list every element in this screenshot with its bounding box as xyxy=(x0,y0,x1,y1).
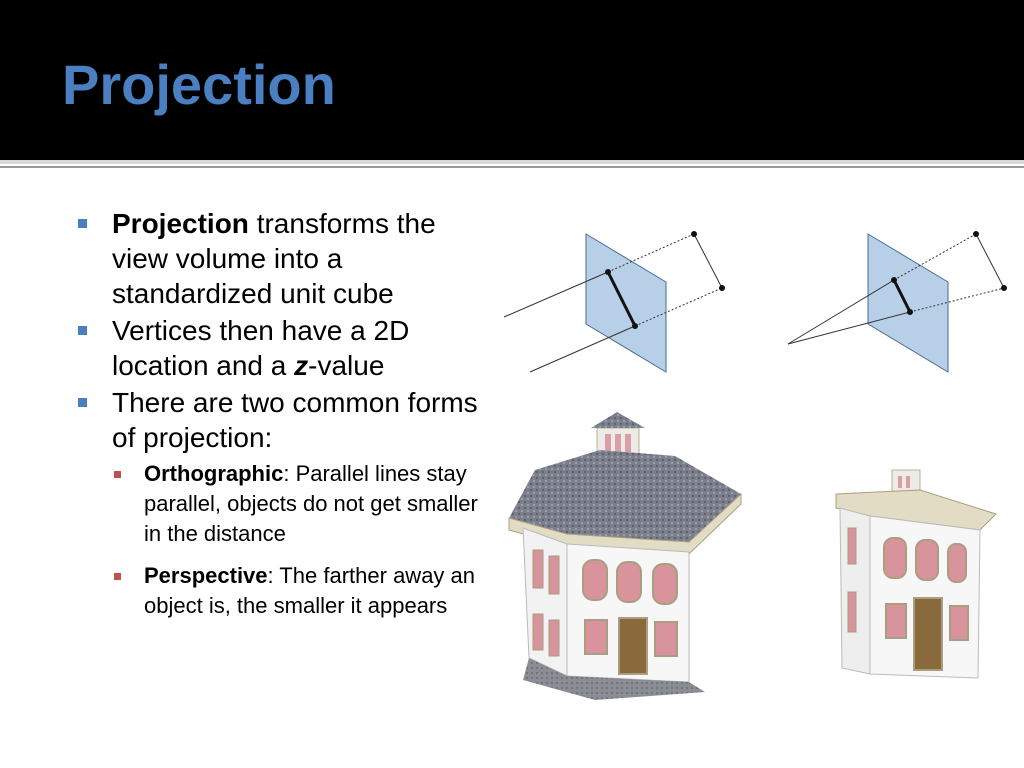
title-divider-thin xyxy=(0,166,1024,168)
sub-bullet-marker xyxy=(114,471,121,478)
title-bar: Projection xyxy=(0,0,1024,160)
bullet-item: Vertices then have a 2D location and a z… xyxy=(78,313,488,383)
sub-bullet-marker xyxy=(114,573,121,580)
title-divider xyxy=(0,160,1024,164)
vertex-point xyxy=(891,277,897,283)
vertex-point xyxy=(691,231,697,237)
orthographic-house-image xyxy=(508,412,742,700)
sub-bullet-text: : Parallel lines stay parallel, objects … xyxy=(144,461,478,546)
object-edge xyxy=(975,233,1005,289)
projector-line xyxy=(787,279,895,345)
projection-plane xyxy=(867,233,949,373)
vertex-point xyxy=(973,231,979,237)
bullet-text: There are two common forms of projection… xyxy=(112,387,478,453)
sub-bullet-item: Orthographic: Parallel lines stay parall… xyxy=(114,459,488,549)
sub-bullet-text: : The farther away an object is, the sma… xyxy=(144,563,476,618)
projector-line-hidden xyxy=(909,287,1005,313)
perspective-house-image xyxy=(835,469,997,679)
sub-bullet-item: Perspective: The farther away an object … xyxy=(114,561,488,621)
projection-plane xyxy=(585,233,667,373)
bullet-text-suffix: -value xyxy=(308,350,385,381)
bullet-marker xyxy=(78,326,87,335)
projected-edge xyxy=(892,279,912,313)
perspective-projection-diagram xyxy=(787,231,1007,373)
bullet-marker xyxy=(78,219,87,228)
bullet-item: Projection transforms the view volume in… xyxy=(78,206,488,311)
bullet-bold-term: Projection xyxy=(112,208,249,239)
projector-line xyxy=(503,271,609,318)
vertex-point xyxy=(719,285,725,291)
bullet-list: Projection transforms the view volume in… xyxy=(78,206,488,633)
vertex-point xyxy=(907,309,913,315)
projected-edge xyxy=(606,271,637,327)
sub-bullet-bold-term: Orthographic xyxy=(144,461,284,486)
bullet-text: transforms the view volume into a standa… xyxy=(112,208,436,309)
vertex-point xyxy=(632,323,638,329)
vertex-point xyxy=(1001,285,1007,291)
object-edge xyxy=(693,233,723,289)
bullet-text: Vertices then have a 2D location and a xyxy=(112,315,410,381)
projector-line xyxy=(529,325,636,373)
vertex-point xyxy=(605,269,611,275)
bullet-italic-term: z xyxy=(294,350,309,381)
sub-bullet-bold-term: Perspective xyxy=(144,563,268,588)
bullet-marker xyxy=(78,398,87,407)
bullet-item: There are two common forms of projection… xyxy=(78,385,488,455)
slide-title: Projection xyxy=(62,53,336,116)
orthographic-projection-diagram xyxy=(503,231,725,373)
projector-line xyxy=(787,311,911,345)
